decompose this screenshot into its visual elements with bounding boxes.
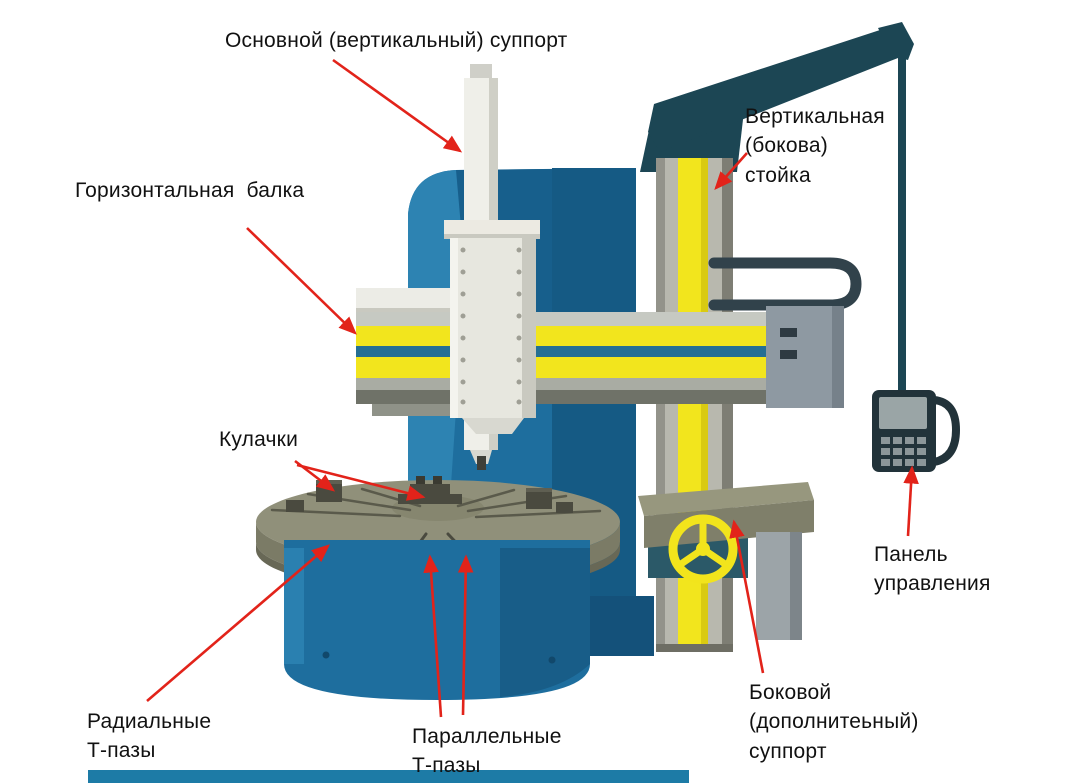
- pendant-screen: [879, 397, 927, 429]
- saddle-bolts: [460, 247, 522, 405]
- arrow-side-column: [714, 152, 748, 190]
- saddle-plate: [444, 220, 540, 434]
- label-jaws: Кулачки: [219, 428, 299, 451]
- label-radial-t-slots: Радиальные Т-пазы: [87, 710, 212, 763]
- handwheel: [668, 514, 738, 584]
- label-parallel-t-slots: Параллельные Т-пазы: [412, 725, 562, 778]
- bottom-strip: [88, 770, 689, 783]
- label-side-support: Боковой (дополнитеьный) суппорт: [749, 681, 919, 763]
- pendant-keypad: [881, 437, 926, 466]
- arrow-radial-slots: [146, 544, 330, 702]
- arrow-control-panel: [903, 465, 919, 537]
- handle-bracket: [708, 257, 862, 311]
- label-main-vertical-support: Основной (вертикальный) суппорт: [225, 29, 568, 52]
- control-pendant: [872, 390, 961, 472]
- arrow-parallel-slots-1: [423, 554, 443, 718]
- table-base: [284, 540, 590, 700]
- arrow-side-support: [729, 519, 765, 674]
- tool-tip: [477, 456, 486, 470]
- label-vertical-side-column: Вертикальная (бокова) стойка: [745, 105, 885, 187]
- side-support: [638, 482, 814, 640]
- label-control-panel: Панель управления: [874, 543, 991, 596]
- pendant-cable: [898, 52, 906, 396]
- arrow-horizontal-beam: [246, 227, 357, 335]
- beam-end-block: [766, 306, 844, 408]
- label-arrows: [146, 58, 919, 718]
- pendant-arm: [640, 22, 914, 396]
- label-horizontal-beam: Горизонтальная балка: [75, 179, 305, 202]
- arrow-jaws-2: [296, 463, 426, 501]
- arrow-main-support: [332, 58, 463, 153]
- arrow-parallel-slots-2: [457, 554, 474, 716]
- pendant-handle: [933, 396, 961, 466]
